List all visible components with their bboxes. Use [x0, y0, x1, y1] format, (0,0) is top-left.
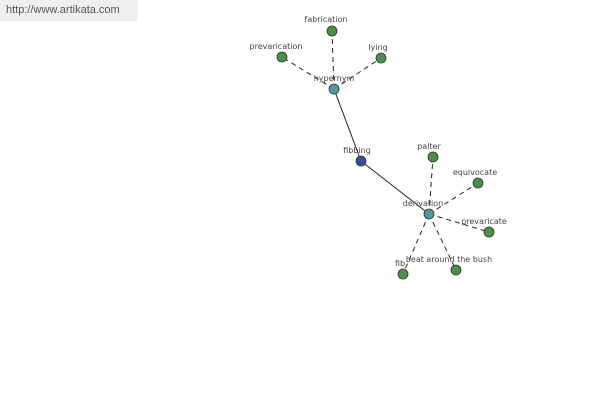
node-label-hypernym: hypernym: [314, 74, 355, 83]
node-marker-prevaricate[interactable]: [483, 226, 495, 238]
node-marker-fabrication[interactable]: [326, 25, 338, 37]
node-label-fabrication: fabrication: [305, 15, 348, 24]
graph-nodes: fibbing hypernym derivation fabrication prev…: [250, 15, 507, 280]
node-label-palter: palter: [417, 142, 441, 151]
node-equivocate[interactable]: equivocate: [453, 168, 497, 189]
edge-derivation-fib: [402, 213, 430, 275]
edge-derivation-beat-around-the-bush: [428, 213, 457, 271]
node-label-fib: fib: [395, 259, 405, 268]
node-fabrication[interactable]: fabrication: [305, 15, 348, 37]
node-label-derivation: derivation: [403, 199, 443, 208]
node-derivation[interactable]: derivation: [403, 199, 443, 220]
node-label-beat-around-the-bush: beat around the bush: [406, 255, 492, 264]
edge-derivation-equivocate: [428, 182, 479, 215]
node-label-equivocate: equivocate: [453, 168, 497, 177]
site-url-watermark: http://www.artikata.com: [0, 0, 138, 21]
edge-derivation-prevaricate: [428, 213, 490, 233]
node-marker-lying[interactable]: [375, 52, 387, 64]
edge-hypernym-prevarication: [281, 56, 335, 90]
graph-edges: [281, 30, 490, 275]
edge-fibbing-hypernym: [333, 88, 362, 162]
node-label-fibbing: fibbing: [343, 146, 371, 155]
node-label-prevaricate: prevaricate: [461, 217, 507, 226]
node-lying[interactable]: lying: [368, 43, 388, 64]
node-prevaricate[interactable]: prevaricate: [461, 217, 507, 238]
node-marker-palter[interactable]: [427, 151, 439, 163]
node-fibbing[interactable]: fibbing: [343, 146, 371, 167]
node-marker-prevarication[interactable]: [276, 51, 288, 63]
node-marker-fib[interactable]: [397, 268, 409, 280]
edge-hypernym-lying: [333, 57, 382, 90]
node-palter[interactable]: palter: [417, 142, 441, 163]
node-label-lying: lying: [368, 43, 387, 52]
node-marker-derivation[interactable]: [423, 208, 435, 220]
node-marker-equivocate[interactable]: [472, 177, 484, 189]
edge-hypernym-fabrication: [331, 30, 335, 90]
edge-derivation-palter: [428, 156, 434, 215]
node-prevarication[interactable]: prevarication: [250, 42, 303, 63]
edge-fibbing-derivation: [360, 160, 430, 215]
node-label-prevarication: prevarication: [250, 42, 303, 51]
node-marker-fibbing[interactable]: [355, 155, 367, 167]
node-marker-hypernym[interactable]: [328, 83, 340, 95]
node-fib[interactable]: fib: [395, 259, 409, 280]
node-hypernym[interactable]: hypernym: [314, 74, 355, 95]
node-marker-beat-around-the-bush[interactable]: [450, 264, 462, 276]
node-beat-around-the-bush[interactable]: beat around the bush: [406, 255, 492, 276]
